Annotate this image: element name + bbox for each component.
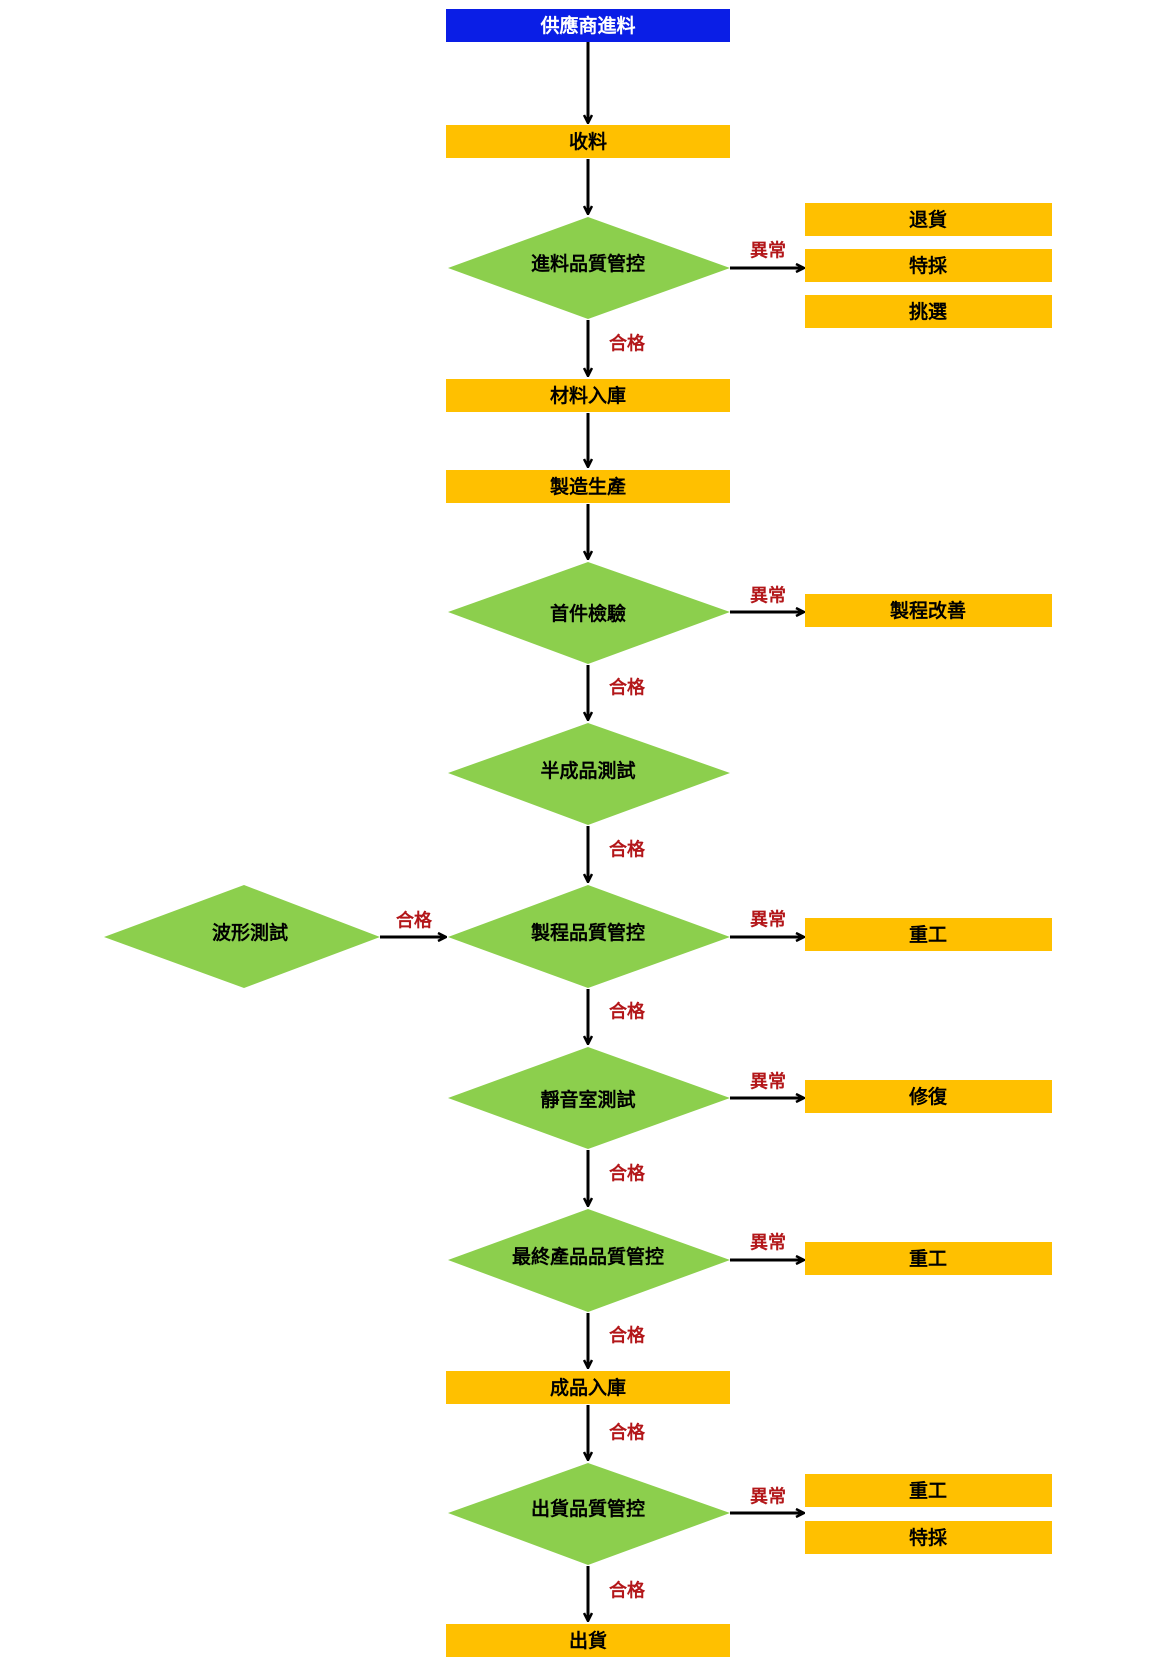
node-silent-room-test: 靜音室測試	[448, 1047, 730, 1149]
abnormal-labels: 異常 異常 異常 異常 異常 異常	[750, 240, 786, 1508]
node-label: 供應商進料	[539, 14, 635, 37]
node-supplier-incoming: 供應商進料	[446, 9, 730, 42]
abnormal-label: 異常	[750, 909, 786, 931]
node-label: 波形測試	[212, 921, 288, 944]
pass-label: 合格	[609, 1001, 646, 1023]
node-shipping: 出貨	[446, 1624, 730, 1657]
exception-connectors	[730, 268, 804, 1513]
node-label: 進料品質管控	[531, 252, 645, 275]
node-first-article: 首件檢驗	[448, 562, 730, 664]
exception-label: 重工	[909, 1480, 947, 1502]
decision-diamond	[448, 885, 730, 988]
pass-label: 合格	[609, 677, 646, 699]
exception-label: 重工	[909, 1248, 947, 1270]
pass-label: 合格	[609, 1163, 646, 1185]
abnormal-label: 異常	[750, 585, 786, 607]
abnormal-label: 異常	[750, 1232, 786, 1254]
node-ipqc: 製程品質管控	[448, 885, 730, 988]
node-receiving: 收料	[446, 125, 730, 158]
node-label: 材料入庫	[550, 384, 626, 407]
exception-label: 製程改善	[889, 599, 966, 622]
pass-label: 合格	[609, 333, 646, 355]
exception-box	[805, 295, 1052, 328]
exception-label: 修復	[908, 1085, 948, 1108]
process-box	[446, 1371, 730, 1404]
exception-label: 挑選	[909, 301, 947, 323]
exceptions-fqc: 重工	[805, 1242, 1052, 1275]
node-iqc: 進料品質管控	[448, 217, 730, 319]
pass-label: 合格	[609, 1422, 646, 1444]
node-semi-test: 半成品測試	[448, 723, 730, 825]
abnormal-label: 異常	[750, 240, 786, 262]
exception-box	[805, 203, 1052, 236]
node-label: 靜音室測試	[540, 1088, 635, 1111]
decision-diamond	[448, 1209, 730, 1312]
exceptions-ipqc: 重工	[805, 918, 1052, 951]
node-label: 製造生產	[549, 475, 626, 498]
exception-label: 特採	[909, 1527, 948, 1549]
pass-label: 合格	[609, 1580, 646, 1602]
node-waveform-test: 波形測試	[104, 885, 380, 988]
node-material-storage: 材料入庫	[446, 379, 730, 412]
node-label: 首件檢驗	[550, 602, 626, 625]
node-label: 製程品質管控	[530, 921, 645, 944]
exception-box	[805, 1521, 1052, 1554]
start-box	[446, 9, 730, 42]
decision-diamond	[448, 723, 730, 825]
exception-box	[805, 1242, 1052, 1275]
process-box	[446, 125, 730, 158]
decision-diamond	[448, 217, 730, 319]
node-fqc: 最終產品品質管控	[448, 1209, 730, 1312]
node-label: 出貨	[569, 1629, 607, 1652]
decision-diamond	[448, 1047, 730, 1149]
node-label: 收料	[569, 130, 607, 153]
exception-label: 重工	[909, 924, 947, 946]
exception-box	[805, 918, 1052, 951]
node-manufacturing: 製造生產	[446, 470, 730, 503]
exception-box	[805, 249, 1052, 282]
decision-diamond	[448, 1463, 730, 1565]
node-label: 半成品測試	[540, 759, 635, 782]
decision-diamond	[448, 562, 730, 664]
exceptions-silent-room: 修復	[805, 1080, 1052, 1113]
node-label: 最終產品品質管控	[512, 1245, 664, 1268]
node-label: 成品入庫	[550, 1376, 626, 1399]
pass-label: 合格	[396, 910, 433, 932]
process-box	[446, 1624, 730, 1657]
exception-label: 特採	[909, 255, 948, 277]
exception-label: 退貨	[909, 208, 947, 231]
pass-label: 合格	[609, 1325, 646, 1347]
abnormal-label: 異常	[750, 1071, 786, 1093]
process-box	[446, 470, 730, 503]
node-finished-storage: 成品入庫	[446, 1371, 730, 1404]
pass-labels: 合格 合格 合格 合格 合格 合格 合格 合格 合格	[396, 333, 646, 1602]
exception-box	[805, 1474, 1052, 1507]
pass-label: 合格	[609, 839, 646, 861]
main-connectors	[380, 42, 588, 1621]
node-label: 出貨品質管控	[531, 1497, 645, 1520]
exceptions-iqc: 退貨 特採 挑選	[805, 203, 1052, 328]
abnormal-label: 異常	[750, 1486, 786, 1508]
decision-diamond	[104, 885, 380, 988]
exceptions-oqc: 重工 特採	[805, 1474, 1052, 1554]
exception-box	[805, 594, 1052, 627]
node-oqc: 出貨品質管控	[448, 1463, 730, 1565]
exception-box	[805, 1080, 1052, 1113]
exceptions-first-article: 製程改善	[805, 594, 1052, 627]
process-box	[446, 379, 730, 412]
